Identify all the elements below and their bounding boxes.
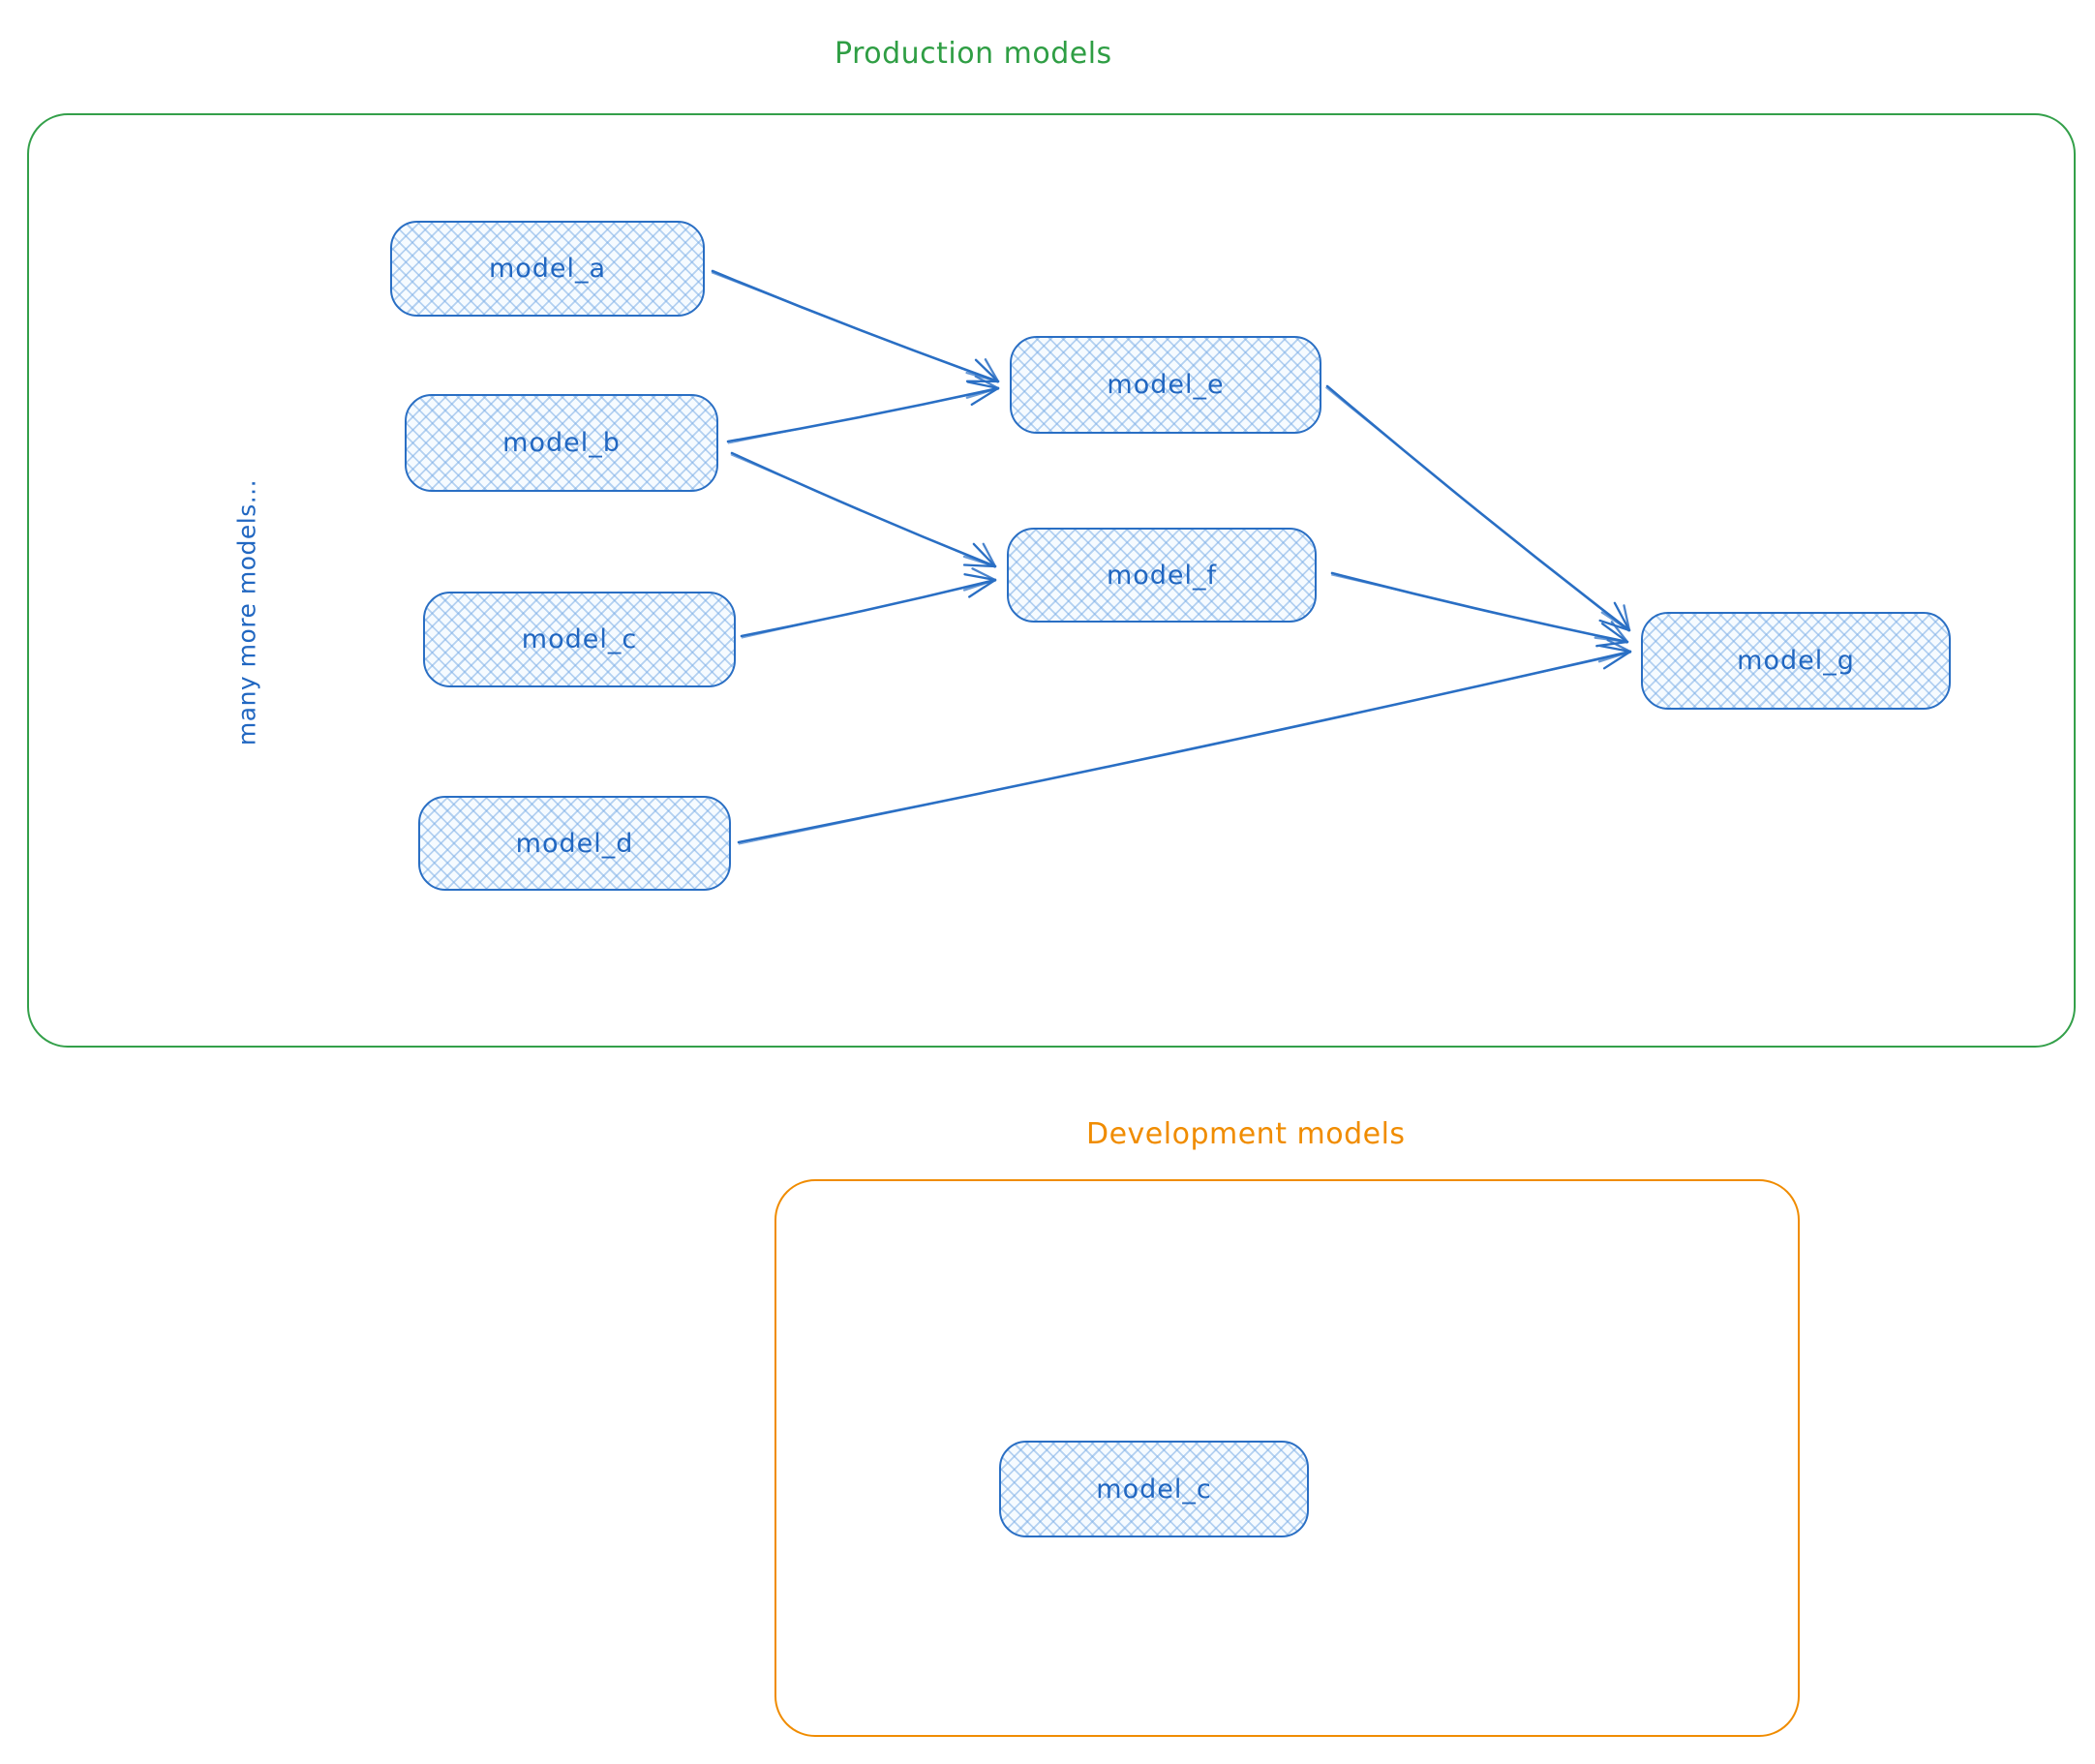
node-model-g-label: model_g (1737, 646, 1855, 676)
node-model-e-label: model_e (1107, 370, 1225, 400)
production-section-title: Production models (835, 37, 1112, 71)
node-model-a-label: model_a (488, 254, 607, 284)
node-model-b: model_b (405, 394, 718, 492)
development-frame (774, 1179, 1800, 1737)
node-model-c: model_c (423, 592, 736, 687)
node-model-c-label: model_c (521, 624, 638, 654)
node-model-f: model_f (1007, 528, 1317, 623)
node-model-b-label: model_b (502, 428, 621, 458)
node-model-f-label: model_f (1106, 560, 1218, 591)
node-model-c-dev-label: model_c (1096, 1474, 1212, 1505)
many-more-models-note: many more models... (232, 478, 261, 746)
node-model-g: model_g (1641, 612, 1951, 710)
node-model-a: model_a (390, 221, 705, 317)
development-section-title: Development models (1086, 1117, 1406, 1151)
node-model-d-label: model_d (515, 828, 634, 859)
production-frame (27, 113, 2076, 1048)
node-model-d: model_d (418, 796, 731, 891)
node-model-c-dev: model_c (999, 1441, 1309, 1537)
node-model-e: model_e (1010, 336, 1321, 434)
